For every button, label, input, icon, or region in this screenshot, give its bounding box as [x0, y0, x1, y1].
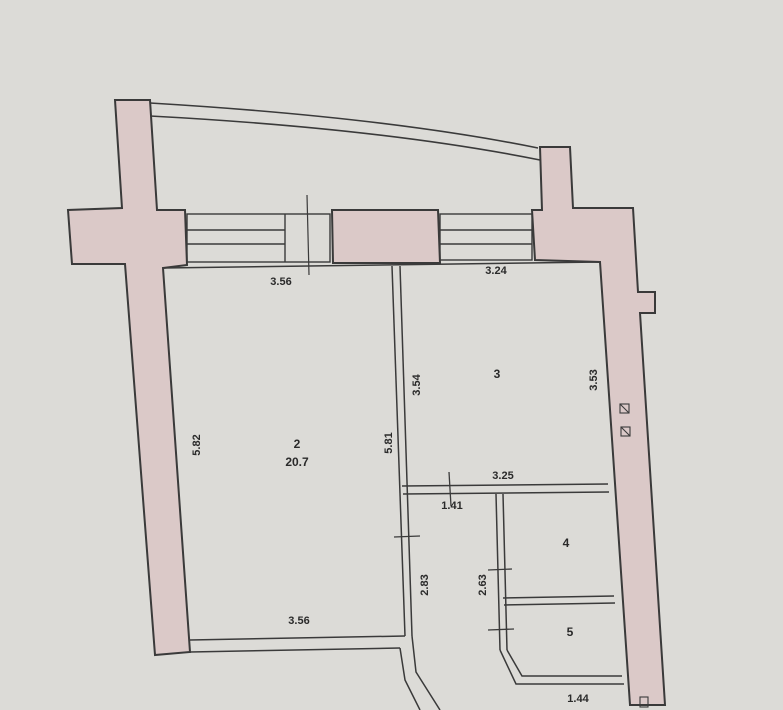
room-3-number: 3 [494, 367, 501, 381]
dim-hall-height: 2.83 [419, 574, 431, 595]
dim-room3-top: 3.24 [485, 265, 507, 277]
room-2-number: 2 [294, 437, 301, 451]
wall-marks [619, 403, 649, 708]
interior-walls [162, 261, 624, 710]
window-pier [330, 209, 442, 264]
door-marks [393, 471, 515, 631]
dim-room5-bottom: 1.44 [567, 693, 589, 705]
dim-room2-right: 5.81 [383, 432, 395, 453]
exterior-walls [66, 99, 667, 706]
room-5-number: 5 [567, 625, 574, 639]
window-left [186, 194, 331, 276]
right-wall [530, 146, 667, 706]
room-2-area: 20.7 [285, 455, 309, 469]
dim-room3-left: 3.54 [411, 373, 423, 395]
dim-room3-right: 3.53 [588, 369, 600, 390]
room-4-number: 4 [563, 536, 570, 550]
dim-room4-height: 2.63 [477, 574, 489, 595]
dim-room2-top: 3.56 [270, 276, 291, 288]
window-right [439, 213, 533, 261]
dim-room2-bottom: 3.56 [288, 615, 309, 627]
dim-hall-width: 1.41 [441, 500, 462, 512]
dim-room2-left: 5.82 [191, 434, 203, 455]
balcony [149, 102, 541, 161]
dim-room3-bottom: 3.25 [492, 470, 513, 482]
